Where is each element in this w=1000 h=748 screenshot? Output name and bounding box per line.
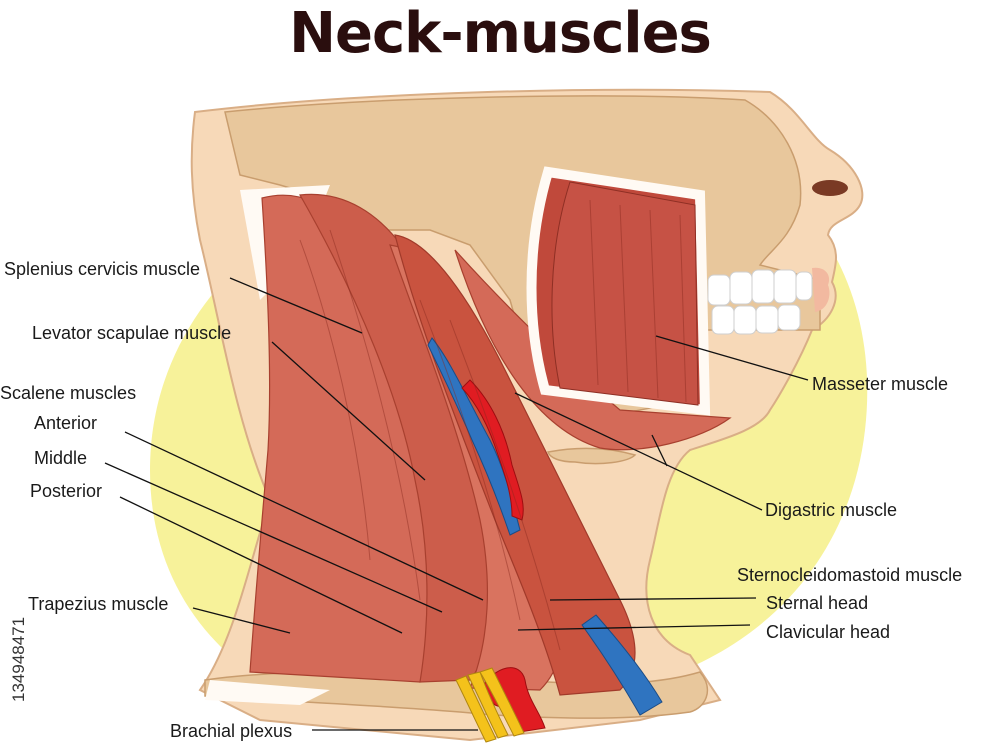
- label-scalene-muscles: Scalene muscles: [0, 383, 136, 403]
- hyoid-bone: [547, 447, 637, 465]
- label-trapezius: Trapezius muscle: [28, 594, 168, 614]
- leader-digastric-2: [651, 434, 668, 467]
- label-brachial-plexus: Brachial plexus: [170, 721, 292, 741]
- label-scalene-middle: Middle: [34, 448, 87, 468]
- nostril: [812, 180, 848, 196]
- label-sternal-head: Sternal head: [766, 593, 868, 613]
- masseter-muscle-inner: [551, 181, 699, 406]
- leader-digastric-1: [514, 392, 763, 511]
- label-clavicular-head: Clavicular head: [766, 622, 890, 642]
- leader-posterior: [119, 496, 403, 634]
- tendon-white-lower: [205, 680, 330, 705]
- external-jugular-vein: [581, 614, 663, 716]
- leader-lines: [104, 277, 809, 731]
- label-splenius-cervicis: Splenius cervicis muscle: [4, 259, 200, 279]
- brachial-plexus-nerves: [455, 667, 525, 743]
- leader-clavicular: [517, 624, 751, 631]
- leader-splenius: [229, 277, 363, 334]
- leader-middle: [104, 462, 443, 613]
- leader-masseter: [655, 335, 809, 381]
- carotid-artery: [461, 379, 524, 521]
- label-scalene-posterior: Posterior: [30, 481, 102, 501]
- muscle-fibres: [299, 199, 687, 651]
- label-scalene-anterior: Anterior: [34, 413, 97, 433]
- stock-id-watermark: 134948471: [9, 617, 28, 702]
- leader-anterior: [124, 431, 484, 601]
- label-masseter: Masseter muscle: [812, 374, 948, 394]
- teeth: [707, 269, 813, 335]
- label-levator-scapulae: Levator scapulae muscle: [32, 323, 231, 343]
- label-digastric: Digastric muscle: [765, 500, 897, 520]
- stock-id-text: 134948471: [9, 617, 28, 702]
- label-sternocleidomastoid: Sternocleidomastoid muscle: [737, 565, 962, 585]
- leader-trapezius: [192, 607, 291, 634]
- jugular-vein: [427, 337, 521, 536]
- lips: [812, 267, 830, 312]
- sternocleidomastoid-muscle: [394, 234, 636, 696]
- diagram-title: Neck-muscles: [289, 1, 712, 66]
- leader-sternal: [549, 597, 757, 601]
- leader-levator: [271, 341, 426, 481]
